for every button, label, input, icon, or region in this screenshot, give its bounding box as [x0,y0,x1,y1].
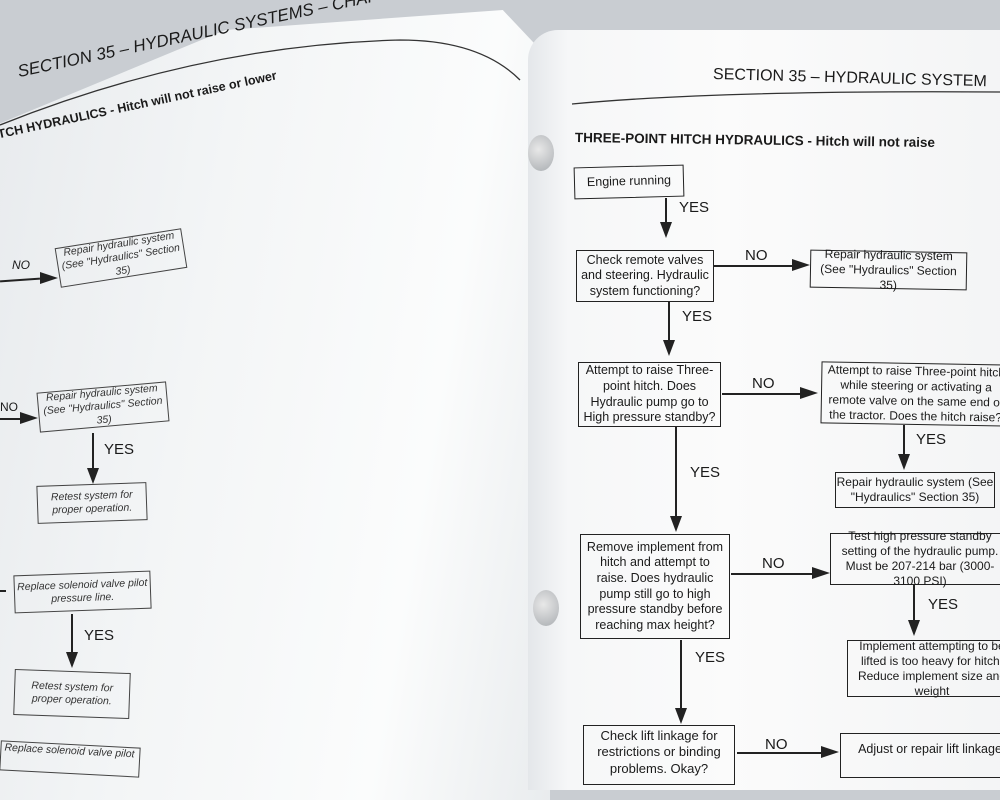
arrow-head [792,259,810,271]
flow-box-attempt-steer: Attempt to raise Three-point hitch while… [820,361,1000,427]
arrow-head [670,516,682,532]
flow-box-attempt-raise: Attempt to raise Three-point hitch. Does… [578,362,721,427]
arrow-head [87,468,99,484]
yes-label: YES [695,649,726,666]
flow-box-test-pressure: Test high pressure standby setting of th… [830,529,1000,588]
no-label: NO [752,375,775,392]
arrow-head [66,652,78,668]
arrow-head [20,412,38,424]
arrow-head [660,222,672,238]
flow-box-adjust: Adjust or repair lift linkage [840,733,1000,778]
yes-arrow [92,433,94,471]
no-arrow [0,590,6,592]
flow-box-engine: Engine running [573,164,685,200]
flow-box: Retest system for proper operation. [13,668,131,720]
yes-arrow [668,302,670,342]
right-header-rule [571,91,1000,105]
flow-box-remove-implement: Remove implement from hitch and attempt … [580,534,730,639]
binding-hole [528,135,554,171]
arrow-head [663,340,675,356]
no-label: NO [0,400,18,414]
arrow-head [812,567,830,579]
no-label: NO [765,736,788,753]
binding-hole [533,590,559,626]
flow-box: Replace solenoid valve pilot pressure li… [13,570,152,614]
yes-label: YES [682,308,713,325]
yes-label: YES [916,431,947,448]
no-arrow [737,752,823,754]
yes-arrow [665,198,667,224]
arrow-head [908,620,920,636]
flow-box-repair: Repair hydraulic system (See "Hydraulics… [835,472,995,508]
arrow-head [800,387,818,399]
no-arrow [722,393,802,395]
yes-label: YES [679,199,710,216]
arrow-head [40,272,58,284]
arrow-head [675,708,687,724]
flow-box-check-linkage: Check lift linkage for restrictions or b… [583,725,735,785]
left-header-rule [0,39,521,126]
no-arrow [714,265,794,267]
arrow-head [898,454,910,470]
yes-arrow [680,640,682,710]
yes-arrow [71,614,73,654]
yes-label: YES [104,441,135,458]
yes-arrow [675,427,677,517]
right-page [528,30,1000,790]
yes-arrow [913,585,915,622]
yes-label: YES [690,464,721,481]
yes-label: YES [928,596,959,613]
no-label: NO [762,555,785,572]
yes-label: YES [84,627,115,644]
no-arrow [731,573,814,575]
no-label: NO [12,258,30,272]
no-arrow [0,418,22,420]
flow-box-too-heavy: Implement attempting to be lifted is too… [847,639,1000,698]
left-page [0,10,550,800]
no-label: NO [745,247,768,264]
flow-box-check-remote: Check remote valves and steering. Hydrau… [576,250,714,302]
yes-arrow [903,425,905,455]
flow-box: Retest system for proper operation. [36,482,148,524]
flow-box-repair: Repair hydraulic system (See "Hydraulics… [809,246,968,292]
arrow-head [821,746,839,758]
